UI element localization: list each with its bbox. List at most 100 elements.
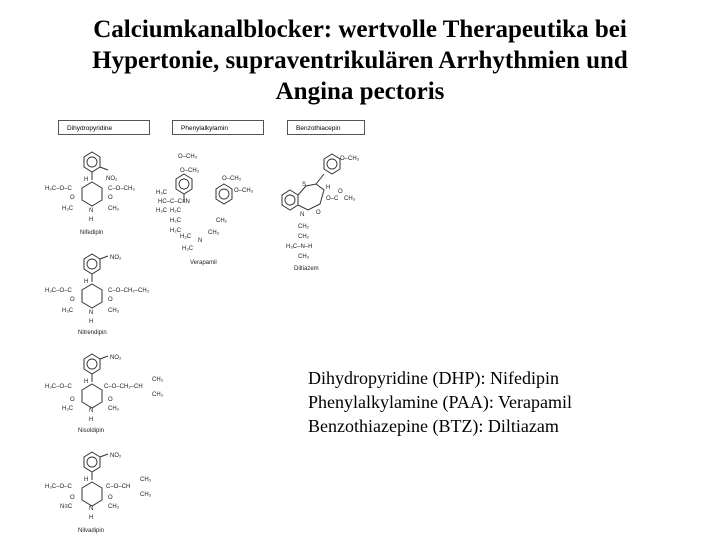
n-atom: N	[89, 506, 93, 512]
n-atom: N	[89, 208, 93, 214]
benzene-ring-2	[215, 183, 233, 205]
dihydropyridine-ring	[81, 181, 103, 207]
methoxy-1: O–CH₃	[178, 154, 198, 160]
molecule-name: Nitrendipin	[78, 330, 107, 336]
n-atom: N	[198, 238, 202, 244]
n-atom: N	[89, 408, 93, 414]
o-right: O	[108, 397, 113, 403]
description-btz: Benzothiazepine (BTZ): Diltiazam	[308, 416, 559, 436]
molecule-name: Nifedipin	[80, 230, 103, 236]
ch3-a: CH₃	[152, 377, 164, 383]
left-ester: H₃C–O–C	[45, 186, 72, 192]
carbonyl-o: O	[316, 210, 321, 216]
h-atom: H	[84, 279, 88, 285]
h2c-2: H₂C	[170, 218, 182, 224]
class-label-benzothiacepin: Benzothiacepin	[287, 120, 365, 135]
acetate-carbonyl: O	[338, 189, 343, 195]
molecule-name: Diltiazem	[294, 266, 319, 272]
bond	[99, 355, 109, 360]
methyl-left: H₃C	[62, 206, 74, 212]
aromatic-circle	[86, 258, 98, 270]
molecule-nitrendipin: NO₂ H H₃C–O–C C–O–CH₂–CH₃ O O H₃C N CH₃ …	[45, 253, 150, 336]
methyl-left: H₃C	[62, 308, 74, 314]
ring-substituent: NO₂	[106, 176, 118, 182]
s-atom: S	[302, 182, 306, 188]
aromatic-circle	[326, 158, 338, 170]
methyl-right: CH₃	[108, 406, 120, 412]
molecule-verapamil: O–CH₃ O–CH₃ O–CH₃ O–CH₃ H₃C HC–C–C≡N H₃C…	[156, 154, 254, 266]
slide-title: Calciumkanalblocker: wertvolle Therapeut…	[10, 14, 710, 107]
amine-ch3: CH₃	[298, 254, 310, 260]
o-right: O	[108, 297, 113, 303]
o-left: O	[70, 195, 75, 201]
methoxyphenyl-ring	[323, 153, 341, 175]
title-line-1: Calciumkanalblocker: wertvolle Therapeut…	[93, 16, 627, 43]
ch3: CH₃	[208, 230, 220, 236]
right-ester: C–O–CH₂–CH	[104, 384, 143, 390]
o-right: O	[108, 495, 113, 501]
o-left: O	[70, 397, 75, 403]
methyl-right: CH₃	[108, 504, 120, 510]
h2c-3: H₂C	[170, 228, 182, 234]
h3c-a: H₃C	[156, 190, 168, 196]
nh-atom: H	[89, 417, 93, 423]
n-atom: N	[300, 212, 304, 218]
aromatic-circle	[218, 188, 230, 200]
molecule-name: Nilvadipin	[78, 528, 104, 534]
ch3-b: CH₃	[140, 492, 152, 498]
h-atom: H	[84, 379, 88, 385]
methyl-left: N≡C	[60, 504, 73, 510]
hc-chain: HC–C–C≡N	[158, 199, 190, 205]
molecule-nifedipin: NO₂ H H₃C–O–C C–O–CH₃ O O H₃C N CH₃ H Ni…	[45, 151, 135, 236]
o-left: O	[70, 297, 75, 303]
aromatic-circle	[284, 194, 296, 206]
benzene-ring	[83, 451, 101, 473]
title-line-2: Hypertonie, supraventrikulären Arrhythmi…	[92, 47, 628, 74]
ring-substituent: NO₂	[110, 255, 122, 261]
molecule-name: Nisoldipin	[78, 428, 104, 434]
n-atom: N	[89, 310, 93, 316]
bond	[315, 173, 325, 185]
nh-atom: H	[89, 217, 93, 223]
methoxy-4: O–CH₃	[234, 188, 254, 194]
aromatic-circle	[86, 358, 98, 370]
nh-atom: H	[89, 515, 93, 521]
thiazepine-ring	[297, 183, 325, 211]
molecule-diltiazem: O–CH₃ S H O–C CH₃ O N O CH₂ CH₂ H₃C–N–H …	[281, 153, 360, 272]
molecule-nisoldipin: NO₂ H H₃C–O–C C–O–CH₂–CH CH₃ CH₃ O O H₃C…	[45, 353, 164, 434]
left-ester: H₃C–O–C	[45, 484, 72, 490]
aromatic-circle	[86, 456, 98, 468]
benzene-ring	[83, 353, 101, 375]
methyl-right: CH₃	[108, 308, 120, 314]
methoxy-3: O–CH₃	[222, 176, 242, 182]
ch2-a: CH₂	[298, 224, 310, 230]
amine: H₃C–N–H	[286, 244, 312, 250]
ring-substituent: NO₂	[110, 453, 122, 459]
description-paa: Phenylalkylamine (PAA): Verapamil	[308, 392, 572, 412]
ch3-b: CH₃	[152, 392, 164, 398]
h-atom: H	[84, 477, 88, 483]
class-label-phenylalkylamin: Phenylalkylamin	[172, 120, 264, 135]
methoxy: O–CH₃	[340, 156, 360, 162]
left-ester: H₃C–O–C	[45, 384, 72, 390]
methyl-left: H₃C	[62, 406, 74, 412]
aromatic-circle	[178, 178, 190, 190]
class-label-dihydropyridine: Dihydropyridine	[58, 120, 150, 135]
ring-substituent: NO₂	[110, 355, 122, 361]
left-ester: H₃C–O–C	[45, 288, 72, 294]
methyl-right: CH₃	[108, 206, 120, 212]
class-descriptions: Dihydropyridine (DHP): Nifedipin Phenyla…	[308, 366, 708, 438]
ch2: CH₂	[216, 218, 228, 224]
aromatic-circle	[86, 156, 98, 168]
benzene-ring	[83, 253, 101, 275]
h3c-d: H₃C	[182, 246, 194, 252]
benzo-ring	[281, 189, 299, 211]
description-dhp: Dihydropyridine (DHP): Nifedipin	[308, 368, 559, 388]
bond	[99, 166, 109, 171]
right-ester: C–O–CH₂–CH₃	[108, 288, 150, 294]
h3c-b: H₃C	[156, 208, 168, 214]
dihydropyridine-ring	[81, 383, 103, 409]
o-left: O	[70, 495, 75, 501]
right-ester: C–O–CH₃	[108, 186, 135, 192]
benzene-ring-1	[175, 173, 193, 195]
